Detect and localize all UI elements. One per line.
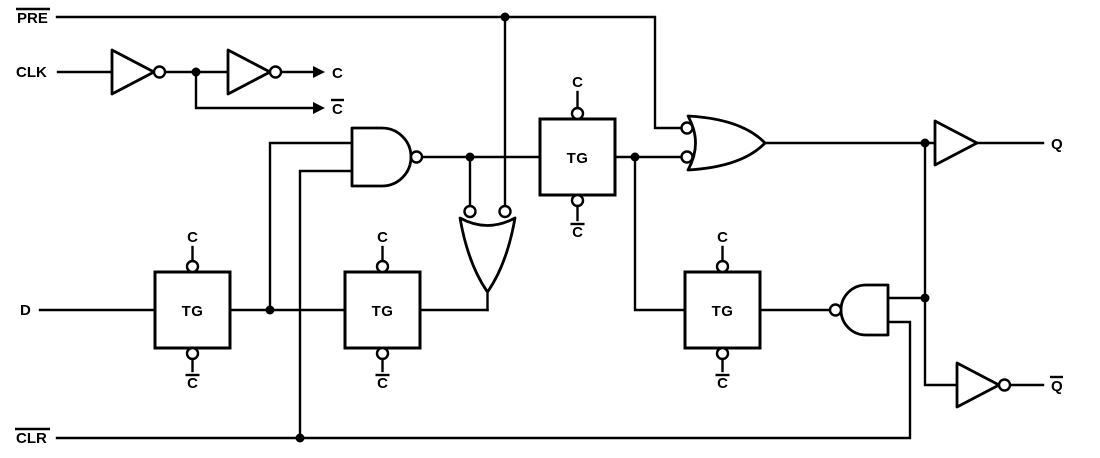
transmission-gate-3: TG C C — [538, 74, 617, 241]
wire-q-vertical — [923, 141, 959, 387]
d-label: D — [20, 302, 31, 319]
pre-label: PRE — [17, 10, 48, 27]
or1-input-bubble-right — [498, 204, 512, 219]
tg2-box — [343, 270, 422, 350]
or2-input-bubble-top — [680, 121, 694, 135]
tg2-c-label: C — [377, 229, 388, 246]
nand1-gate — [350, 126, 413, 188]
tg2-top-control-bubble — [375, 259, 390, 274]
wire-clr-to-nand1 — [298, 169, 354, 440]
q-label: Q — [1051, 136, 1063, 153]
tg2-bottom-control-bubble — [375, 346, 390, 361]
tg4-box — [683, 270, 762, 350]
nand2-bubble — [828, 303, 843, 317]
cbar-arrowhead — [313, 102, 325, 114]
tg2-cbar-label: C — [377, 375, 388, 392]
or1-gate — [458, 216, 517, 294]
clock-buffer-stage — [110, 48, 325, 114]
tg1-bottom-control-bubble — [185, 346, 200, 361]
junction-dots — [191, 12, 930, 443]
tg1-label: TG — [182, 303, 204, 320]
tg4-bottom-control-bubble — [715, 346, 730, 361]
junction-dot-pre — [500, 12, 510, 22]
wire-clr-line — [55, 320, 912, 440]
junction-dot-nodeA — [265, 305, 275, 315]
tg2-label: TG — [372, 303, 394, 320]
inverter-1 — [110, 48, 156, 96]
transmission-gate-2: TG C C — [343, 229, 422, 392]
tg3-top-control-bubble — [570, 106, 585, 121]
tg1-top-control-bubble — [185, 259, 200, 274]
transmission-gate-4: TG C C — [683, 229, 762, 392]
q-output-buffer — [933, 119, 979, 167]
junction-dot-nodeB — [465, 152, 475, 162]
clr-label: CLR — [16, 430, 47, 447]
c-output-label: C — [332, 65, 343, 82]
inverter-1-bubble — [152, 65, 167, 79]
or2-input-bubble-bottom — [680, 150, 694, 164]
qbar-output-inverter — [955, 361, 1001, 409]
tg1-cbar-label: C — [187, 375, 198, 392]
tg1-c-label: C — [187, 229, 198, 246]
tg4-top-control-bubble — [715, 259, 730, 274]
gates — [350, 114, 1012, 409]
nand1-bubble — [409, 150, 424, 164]
tg3-label: TG — [567, 150, 589, 167]
pin-labels: PRE CLK C C D CLR Q Q — [15, 7, 1063, 447]
c-arrowhead — [313, 66, 325, 78]
nand2-gate — [839, 283, 890, 337]
tg3-bottom-control-bubble — [570, 193, 585, 208]
clk-label: CLK — [16, 64, 47, 81]
junction-dot-q — [920, 138, 930, 148]
junction-dot-clk — [191, 67, 201, 77]
tg4-cbar-label: C — [717, 375, 728, 392]
or2-gate — [686, 114, 767, 172]
junction-dot-q-feedback — [920, 293, 930, 303]
junction-dot-clr — [295, 433, 305, 443]
tg4-c-label: C — [717, 229, 728, 246]
tg3-box — [538, 117, 617, 197]
tg3-cbar-label: C — [572, 224, 583, 241]
inverter-2-bubble — [268, 65, 283, 79]
wires — [38, 15, 1045, 440]
qbar-label: Q — [1051, 378, 1063, 395]
tg3-c-label: C — [572, 74, 583, 91]
wire-nodeS-to-tg4 — [633, 155, 687, 312]
wire-nodeA-to-nand1 — [268, 141, 354, 312]
tg4-label: TG — [712, 303, 734, 320]
inverter-2 — [226, 48, 272, 96]
tg1-box — [153, 270, 232, 350]
transmission-gate-1: TG C C — [153, 229, 232, 392]
or1-input-bubble-left — [463, 204, 477, 219]
wire-pre-line — [55, 15, 683, 130]
qbar-inverter-bubble — [997, 378, 1012, 392]
junction-dot-nodeS — [630, 152, 640, 162]
wire-branch-cbar — [194, 70, 315, 110]
cbar-output-label: C — [332, 101, 343, 118]
